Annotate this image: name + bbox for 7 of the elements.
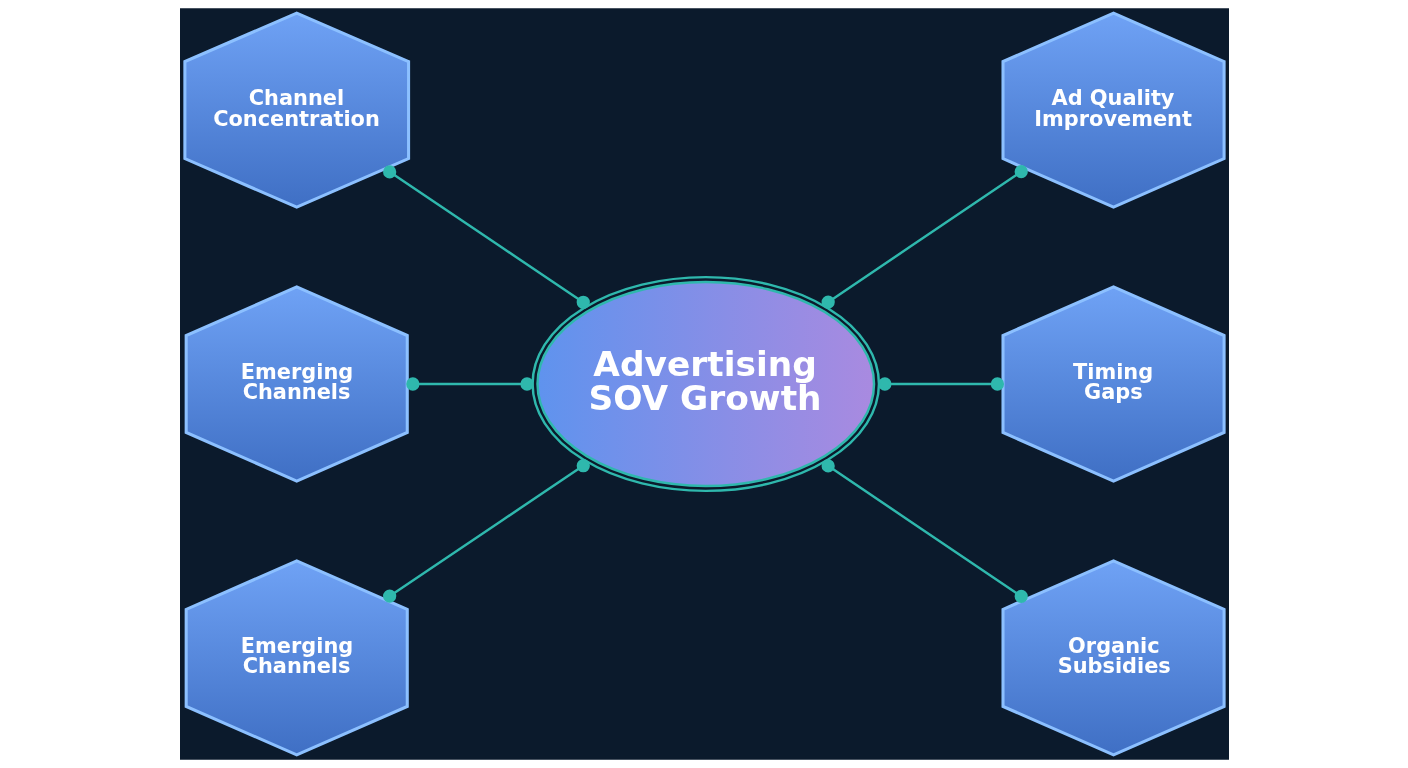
node-ellipse: Advertising SOV Growth xyxy=(530,275,880,493)
connector xyxy=(821,459,1028,603)
connector xyxy=(382,459,590,603)
connector xyxy=(382,165,590,309)
connector xyxy=(821,165,1028,309)
connector xyxy=(877,377,1004,391)
connector xyxy=(405,377,534,391)
